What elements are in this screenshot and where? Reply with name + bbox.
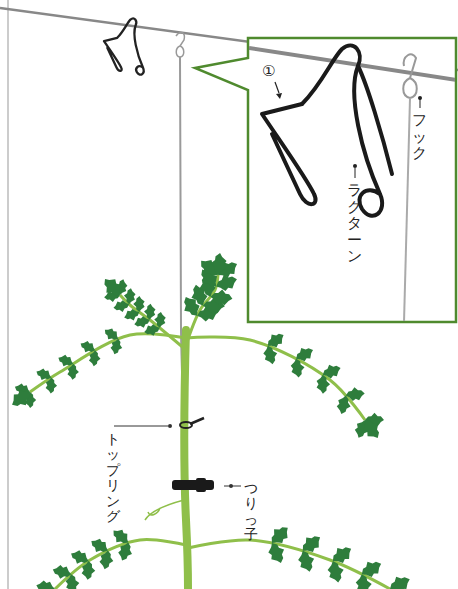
leaf xyxy=(122,307,141,323)
leader-line xyxy=(355,168,356,178)
part-label: フック xyxy=(412,112,427,162)
leader-line xyxy=(114,426,168,427)
leaf xyxy=(320,361,343,380)
leaf xyxy=(109,337,124,355)
raktaan-large xyxy=(262,45,392,215)
leaf xyxy=(154,311,167,328)
part-label: つりっ子 xyxy=(244,481,258,543)
leaf xyxy=(133,296,144,312)
leaf xyxy=(133,315,152,330)
leaf xyxy=(112,299,130,314)
leaf xyxy=(34,584,61,589)
leaf xyxy=(35,579,56,589)
leader-dot xyxy=(418,96,422,100)
leaf xyxy=(88,350,101,367)
leaf xyxy=(143,323,161,338)
clip xyxy=(172,480,214,490)
clip-body xyxy=(196,478,206,492)
leaf xyxy=(116,541,135,563)
leaf xyxy=(328,542,355,567)
leaf xyxy=(49,588,65,589)
leaf xyxy=(358,556,385,580)
leaf xyxy=(67,364,79,380)
leader-line xyxy=(275,82,279,93)
leaf xyxy=(345,386,365,402)
frame-line xyxy=(8,0,9,589)
inset-wire xyxy=(249,48,455,80)
leaf xyxy=(266,522,293,549)
leaf xyxy=(290,358,306,379)
leaf xyxy=(293,344,316,365)
leaf xyxy=(99,274,125,301)
string xyxy=(180,57,190,589)
leaf xyxy=(359,415,384,442)
leader-dot xyxy=(168,424,172,428)
branch xyxy=(120,295,186,350)
leader-dot xyxy=(229,484,233,488)
leaf xyxy=(81,561,95,581)
inset-string xyxy=(404,98,410,321)
leaf xyxy=(65,574,80,589)
leaf xyxy=(210,252,228,275)
raktaan-small xyxy=(104,18,144,74)
part-label: トップリング xyxy=(106,432,120,524)
leaf xyxy=(317,375,331,394)
inset-frame xyxy=(195,38,456,322)
tendril xyxy=(145,500,184,520)
leaf xyxy=(45,377,57,393)
stem xyxy=(184,330,188,589)
leaf xyxy=(387,582,414,589)
leader-dot xyxy=(353,164,357,168)
leaf xyxy=(298,531,325,557)
part-label: ラクターン xyxy=(347,182,362,265)
callout-number: ① xyxy=(262,62,275,80)
leaf xyxy=(210,288,233,306)
hook-small xyxy=(176,33,184,57)
leaf xyxy=(264,329,287,351)
leaf xyxy=(386,572,413,589)
leaf xyxy=(265,540,288,566)
leaf xyxy=(296,548,318,574)
hook-large xyxy=(403,54,417,98)
branch xyxy=(186,337,365,420)
top-ring-tab xyxy=(190,418,204,424)
leaf xyxy=(262,344,280,366)
leaf xyxy=(326,559,346,584)
leaf xyxy=(98,549,115,570)
leader-arrow xyxy=(276,93,282,99)
leaf xyxy=(144,303,156,320)
leaf xyxy=(8,386,35,411)
